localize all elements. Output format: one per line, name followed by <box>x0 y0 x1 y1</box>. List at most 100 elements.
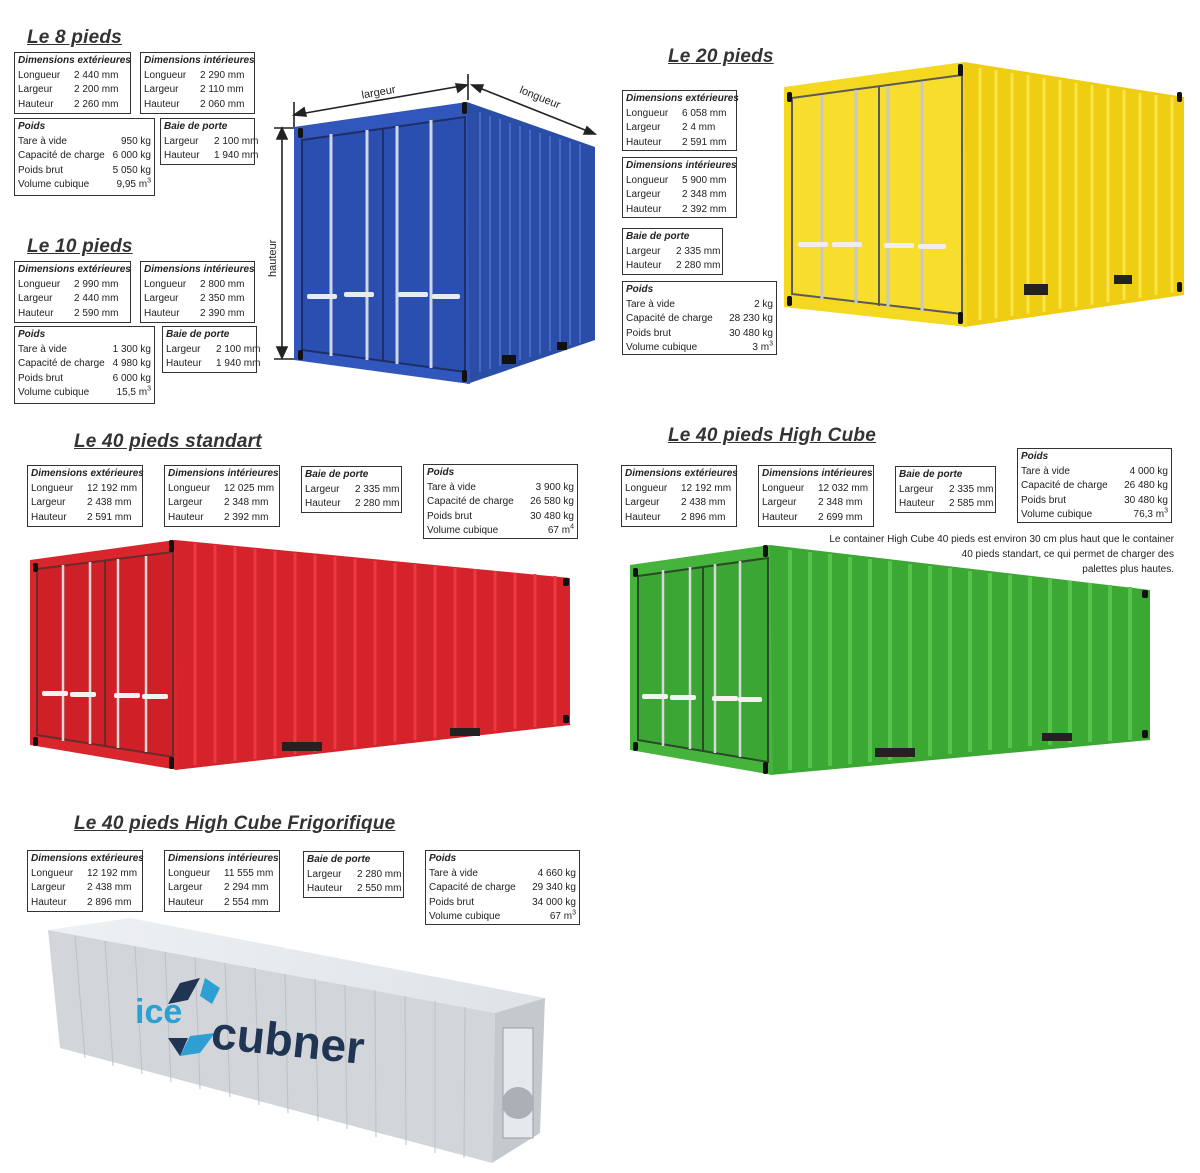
spec-label: Largeur <box>18 293 53 305</box>
spec-label: Tare à vide <box>18 135 67 147</box>
spec-value: 2 585 mm <box>949 498 994 510</box>
hauteur-label: hauteur <box>267 239 279 277</box>
spec-label: Capacité de charge <box>427 496 514 508</box>
spec-value: 30 480 kg <box>1124 494 1168 506</box>
spec-value: 4 980 kg <box>112 358 151 370</box>
box-heading: Baie de porte <box>166 329 230 340</box>
spec-value: 2 438 mm <box>681 497 726 509</box>
spec-label: Largeur <box>626 245 661 257</box>
spec-value: 2 392 mm <box>682 203 727 215</box>
spec-value: 12 192 mm <box>87 482 138 494</box>
spec-value: 2 348 mm <box>682 189 727 201</box>
spec-row: Largeur 2 438 mm <box>625 496 733 511</box>
spec-value: 2 896 mm <box>87 896 132 908</box>
spec-value: 5 050 kg <box>112 164 151 176</box>
spec-label: Largeur <box>899 483 934 495</box>
spec-label: Longueur <box>626 174 669 186</box>
spec-label: Tare à vide <box>429 867 478 879</box>
spec-label: Tare à vide <box>626 298 675 310</box>
spec-value: 76,3 m3 <box>1133 508 1168 521</box>
spec-row: Capacité de charge 28 230 kg <box>626 312 773 327</box>
reefer-container-illustration: ice cubner <box>48 918 545 1163</box>
spec-label: Hauteur <box>144 307 180 319</box>
spec-value: 2 591 mm <box>682 136 727 148</box>
spec-value: 2 896 mm <box>681 511 726 523</box>
section-title-40-pieds-high-cube-frigorifique: Le 40 pieds High Cube Frigorifique <box>74 813 396 834</box>
spec-value: 1 940 mm <box>214 150 259 162</box>
section-title-10-pieds: Le 10 pieds <box>27 236 133 257</box>
spec-value: 29 340 kg <box>532 882 576 894</box>
spec-value: 67 m4 <box>547 524 574 537</box>
spec-value: 12 192 mm <box>681 482 732 494</box>
spec-label: Hauteur <box>626 260 662 272</box>
spec-label: Largeur <box>168 882 203 894</box>
spec-label: Hauteur <box>18 307 54 319</box>
spec-value: 2 440 mm <box>74 69 119 81</box>
spec-label: Largeur <box>168 497 203 509</box>
spec-label: Largeur <box>626 189 661 201</box>
spec-value: 2 438 mm <box>87 497 132 509</box>
spec-value: 2 392 mm <box>224 511 269 523</box>
spec-value: 2 590 mm <box>74 307 119 319</box>
spec-label: Hauteur <box>307 883 343 895</box>
section-title-40-pieds-standart: Le 40 pieds standart <box>74 431 262 452</box>
spec-value: 2 990 mm <box>74 278 119 290</box>
box-heading: Dimensions intérieures <box>626 160 737 171</box>
spec-value: 3 900 kg <box>535 481 574 493</box>
spec-label: Longueur <box>625 482 668 494</box>
spec-label: Poids brut <box>626 327 672 339</box>
spec-value: 2 060 mm <box>200 98 245 110</box>
box-heading: Dimensions extérieures <box>625 468 738 479</box>
spec-label: Largeur <box>166 343 201 355</box>
spec-label: Hauteur <box>305 498 341 510</box>
spec-value: 11 555 mm <box>224 867 274 879</box>
spec-label: Capacité de charge <box>626 313 713 325</box>
spec-value: 2 440 mm <box>74 293 119 305</box>
spec-label: Capacité de charge <box>429 882 516 894</box>
note-line-1: Le container High Cube 40 pieds est envi… <box>829 534 1174 545</box>
spec-label: Volume cubique <box>427 525 499 537</box>
spec-label: Poids brut <box>18 372 64 384</box>
spec-row: Longueur 12 192 mm <box>31 482 139 497</box>
high-cube-note: Le container High Cube 40 pieds est envi… <box>754 532 1174 577</box>
spec-label: Longueur <box>31 482 74 494</box>
spec-label: Largeur <box>625 497 660 509</box>
spec-value: 2 100 mm <box>216 343 261 355</box>
spec-value: 67 m3 <box>549 910 576 923</box>
spec-value: 28 230 kg <box>729 313 773 325</box>
spec-row: Largeur 2 348 mm <box>626 188 733 203</box>
spec-label: Volume cubique <box>18 179 90 191</box>
spec-label: Hauteur <box>168 896 204 908</box>
box-heading: Dimensions extérieures <box>18 264 131 275</box>
spec-row: Largeur 2 100 mm <box>166 343 260 358</box>
